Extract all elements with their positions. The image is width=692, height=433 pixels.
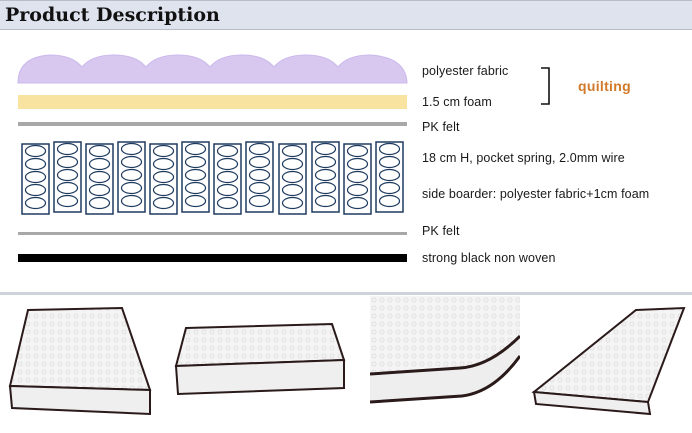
pocket-spring-layer xyxy=(21,141,404,215)
non-woven-layer xyxy=(18,254,407,262)
mattress-long-angle-photo xyxy=(524,296,692,433)
spring-unit xyxy=(149,143,178,215)
foam-layer xyxy=(18,95,407,109)
spring-unit xyxy=(311,141,340,213)
mattress-angle-photo xyxy=(0,296,165,433)
quilting-label: quilting xyxy=(578,78,631,94)
mattress-corner-photo xyxy=(370,296,520,433)
spring-unit xyxy=(343,143,372,215)
quilting-fabric-layer xyxy=(17,54,408,84)
section-title: Product Description xyxy=(5,4,220,26)
side-boarder-label: side boarder: polyester fabric+1cm foam xyxy=(422,187,650,201)
mattress-photo-strip xyxy=(0,296,692,433)
section-divider xyxy=(0,292,692,295)
mattress-layer-diagram: polyester fabric 1.5 cm foam PK felt 18 … xyxy=(0,31,692,293)
spring-unit xyxy=(375,141,404,213)
pk-felt-bottom-label: PK felt xyxy=(422,224,460,238)
foam-label: 1.5 cm foam xyxy=(422,95,492,109)
pk-felt-top-layer xyxy=(18,122,407,126)
spring-unit xyxy=(278,143,307,215)
polyester-fabric-label: polyester fabric xyxy=(422,64,509,78)
pocket-spring-label: 18 cm H, pocket spring, 2.0mm wire xyxy=(422,151,625,165)
mattress-side-photo xyxy=(168,296,354,433)
section-header: Product Description xyxy=(0,0,692,30)
quilting-bracket xyxy=(541,67,550,105)
layer-drawing xyxy=(17,54,550,262)
spring-unit xyxy=(117,141,146,213)
non-woven-label: strong black non woven xyxy=(422,251,556,265)
spring-unit xyxy=(21,143,50,215)
spring-unit xyxy=(181,141,210,213)
spring-unit xyxy=(85,143,114,215)
pk-felt-bottom-layer xyxy=(18,232,407,235)
pk-felt-top-label: PK felt xyxy=(422,120,460,134)
spring-unit xyxy=(53,141,82,213)
spring-unit xyxy=(245,141,274,213)
spring-unit xyxy=(213,143,242,215)
